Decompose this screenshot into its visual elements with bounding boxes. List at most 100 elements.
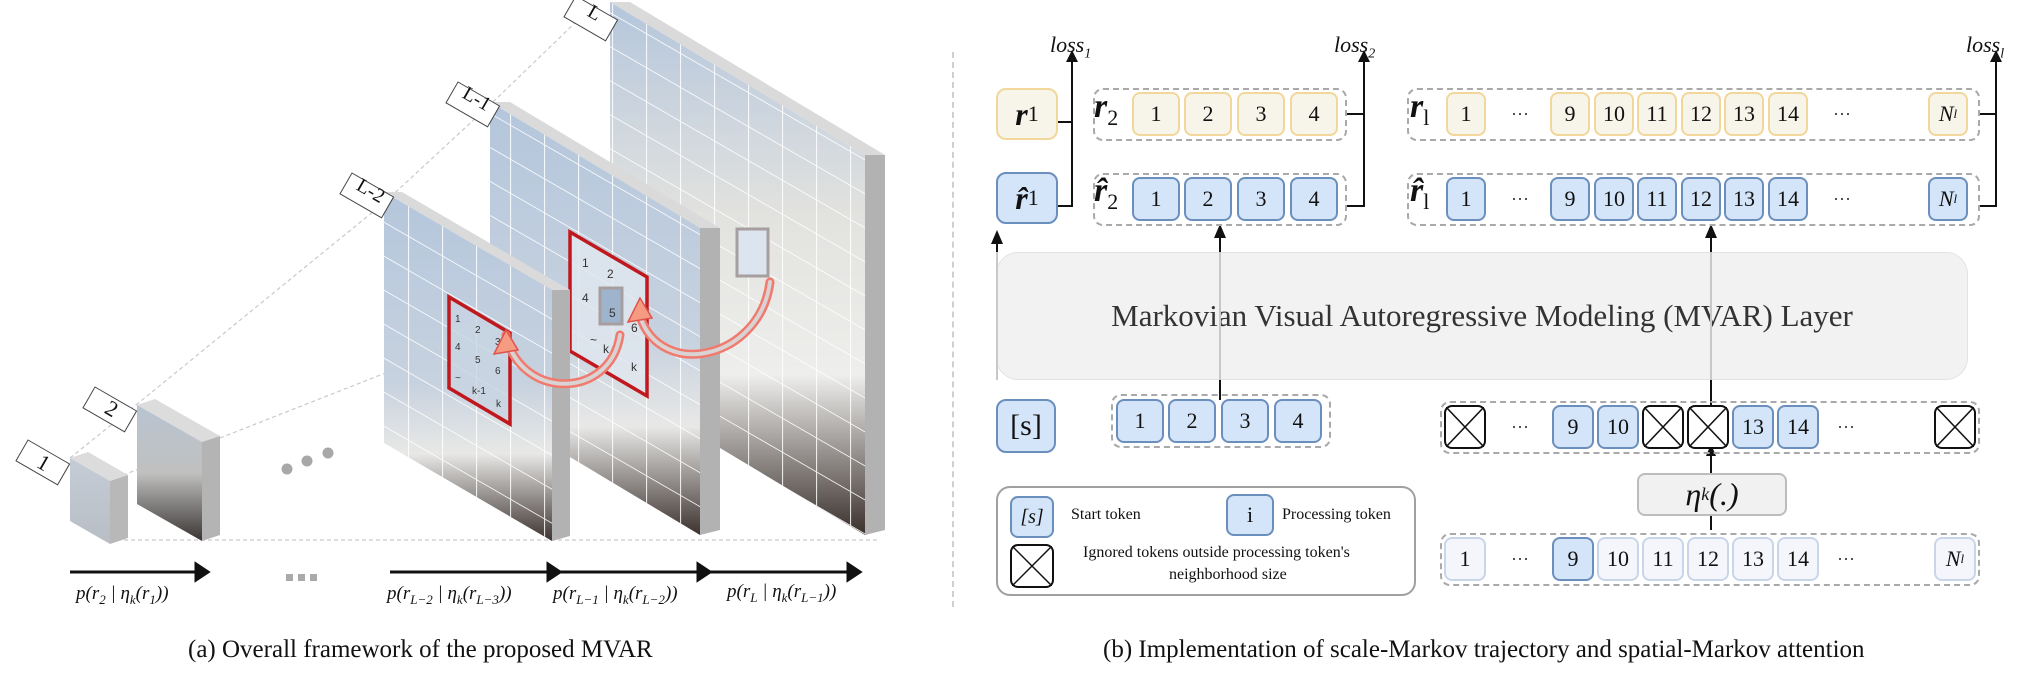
token: 11 <box>1642 537 1684 581</box>
token: 13 <box>1732 537 1774 581</box>
target-token: 11 <box>1637 92 1677 136</box>
connector-lines <box>991 50 2002 530</box>
formula-scale-L-1: p(rL−1 | ηk(rL−2)) <box>553 583 678 607</box>
pred-token: 11 <box>1637 177 1677 221</box>
input-token: 3 <box>1221 399 1269 443</box>
target-token: 14 <box>1768 92 1808 136</box>
target-token: 10 <box>1594 92 1634 136</box>
scale-1-block <box>70 452 128 544</box>
loss-l-label: lossl <box>1966 32 2005 62</box>
input-token: 4 <box>1274 399 1322 443</box>
target-token: 2 <box>1184 92 1232 136</box>
target-token: 9 <box>1550 92 1590 136</box>
target-token: 4 <box>1290 92 1338 136</box>
target-row-r2 <box>1093 88 1347 141</box>
cross-icon <box>1689 407 1727 447</box>
pred-row-r2-hat <box>1093 173 1347 226</box>
rl-label: rl <box>1410 88 1430 130</box>
cross-icon <box>1644 407 1682 447</box>
pred-token: 14 <box>1768 177 1808 221</box>
pred-token: 13 <box>1724 177 1764 221</box>
svg-text:k: k <box>603 342 610 356</box>
pred-token: 1 <box>1132 177 1180 221</box>
pred-row-rl-hat <box>1407 173 1980 226</box>
svg-text:~: ~ <box>455 373 461 384</box>
scale-labels <box>15 0 619 486</box>
input-token: 1 <box>1116 399 1164 443</box>
legend-start-token-label: Start token <box>1071 506 1141 523</box>
ignored-token <box>1687 405 1729 449</box>
rl-hat-label: r̂l <box>1410 172 1430 214</box>
legend-processing-token-label: Processing token <box>1282 506 1391 523</box>
svg-text:1: 1 <box>455 314 461 325</box>
neighborhood-row <box>1440 533 1980 586</box>
ellipsis: ··· <box>1511 416 1529 437</box>
legend-ignored-label-line1: Ignored tokens outside processing token'… <box>1083 544 1350 561</box>
cross-icon <box>1936 407 1974 447</box>
target-token: 13 <box>1724 92 1764 136</box>
pred-token-r1-hat: r̂1 <box>996 172 1058 224</box>
svg-text:6: 6 <box>495 366 501 377</box>
formula-scale-2: p(r2 | ηk(r1)) <box>76 583 169 607</box>
loss-2-label: loss2 <box>1334 32 1376 62</box>
ellipsis: ··· <box>1511 548 1529 569</box>
ellipsis: ··· <box>1511 188 1529 209</box>
token: 10 <box>1597 537 1639 581</box>
layer-passthrough-lines <box>996 252 1712 380</box>
svg-text:6: 6 <box>631 321 638 335</box>
selected-processing-token: 9 <box>1552 537 1594 581</box>
pred-token: 1 <box>1446 177 1486 221</box>
ellipsis-dots <box>281 447 334 475</box>
markov-arrows <box>492 277 775 389</box>
masked-attention-row <box>1440 401 1980 454</box>
legend-ignored-token-symbol <box>1010 544 1054 588</box>
caption-b: (b) Implementation of scale-Markov traje… <box>1103 636 1865 663</box>
svg-text:k-1: k-1 <box>472 386 486 397</box>
svg-text:4: 4 <box>582 291 589 305</box>
neighborhood-window-L-2 <box>447 293 512 428</box>
scale-2-block <box>137 399 220 541</box>
legend-processing-token-symbol: i <box>1226 494 1274 536</box>
svg-text:5: 5 <box>475 355 481 366</box>
input-row-scale-2 <box>1111 394 1331 448</box>
svg-text:4: 4 <box>455 342 461 353</box>
target-row-rl <box>1407 88 1980 141</box>
ignored-token <box>1934 405 1976 449</box>
input-token: 2 <box>1168 399 1216 443</box>
pyramid-illustration: 12 45 6~ kk 123 456 ~k-1k <box>15 0 885 544</box>
target-token: 1 <box>1132 92 1180 136</box>
pred-token: 9 <box>1550 177 1590 221</box>
attended-token: 13 <box>1732 405 1774 449</box>
ellipsis: ··· <box>1833 103 1851 124</box>
pred-token: 10 <box>1594 177 1634 221</box>
svg-text:5: 5 <box>609 306 616 320</box>
ellipsis: ··· <box>1511 103 1529 124</box>
svg-text:2: 2 <box>607 267 614 281</box>
legend-start-token-symbol: [s] <box>1010 496 1054 538</box>
scale-L-2-panel: 123 456 ~k-1k <box>384 192 570 541</box>
r2-label: r2 <box>1094 88 1119 130</box>
panel-divider <box>952 52 954 607</box>
timeline-arrows <box>70 561 863 583</box>
target-token: 12 <box>1681 92 1721 136</box>
token: 12 <box>1687 537 1729 581</box>
ellipsis: ··· <box>1833 188 1851 209</box>
pred-token: 12 <box>1681 177 1721 221</box>
start-token: [s] <box>996 399 1056 453</box>
svg-text:2: 2 <box>475 325 481 336</box>
attended-token: 10 <box>1597 405 1639 449</box>
svg-text:~: ~ <box>590 333 597 347</box>
ellipsis: ··· <box>1837 548 1855 569</box>
pred-token: 3 <box>1237 177 1285 221</box>
r2-hat-label: r̂2 <box>1094 172 1119 214</box>
attended-token: 14 <box>1777 405 1819 449</box>
loss-1-label: loss1 <box>1050 32 1092 62</box>
attended-token: 9 <box>1552 405 1594 449</box>
svg-text:3: 3 <box>495 337 501 348</box>
pred-token: 4 <box>1290 177 1338 221</box>
formula-scale-L: p(rL | ηk(rL−1)) <box>727 581 837 605</box>
